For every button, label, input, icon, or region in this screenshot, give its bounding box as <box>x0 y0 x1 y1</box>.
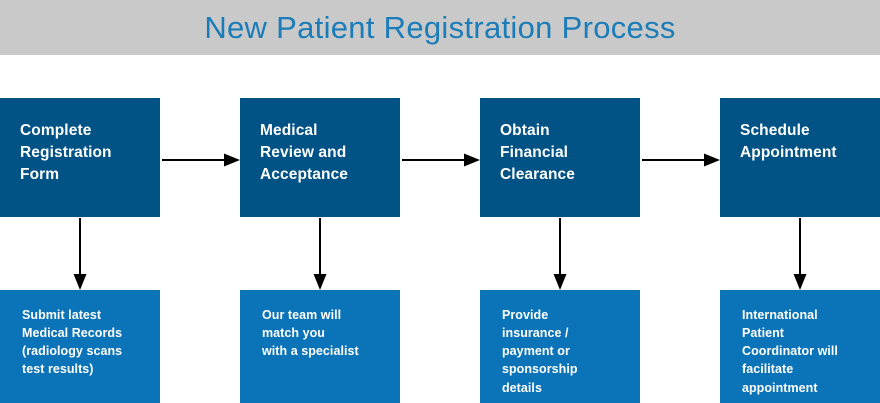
detail-label: Provide insurance / payment or sponsorsh… <box>502 306 640 397</box>
detail-label: Submit latest Medical Records (radiology… <box>22 308 123 377</box>
detail-label-part1: Provide insurance / payment <box>502 308 569 359</box>
step-box-schedule-appointment[interactable]: Schedule Appointment <box>720 98 880 217</box>
step-box-medical-review-and-acceptance[interactable]: Medical Review and Acceptance <box>240 98 400 217</box>
detail-box-international-patient-coordinator[interactable]: International Patient Coordinator will f… <box>720 290 880 403</box>
detail-box-provide-insurance-details[interactable]: Provide insurance / payment or sponsorsh… <box>480 290 640 403</box>
step-box-obtain-financial-clearance[interactable]: Obtain Financial Clearance <box>480 98 640 217</box>
arrow-right-step1-to-step2 <box>162 152 240 168</box>
step-label: Schedule Appointment <box>740 122 837 161</box>
arrow-right-step2-to-step3 <box>402 152 480 168</box>
page-title: New Patient Registration Process <box>204 9 676 45</box>
step-label: Complete Registration Form <box>20 122 112 183</box>
step-label: Obtain Financial Clearance <box>500 122 576 183</box>
arrow-right-step3-to-step4 <box>642 152 720 168</box>
arrow-down-step2-to-detail2 <box>312 218 328 290</box>
arrow-down-step4-to-detail4 <box>792 218 808 290</box>
arrow-down-step1-to-detail1 <box>72 218 88 290</box>
detail-box-match-with-specialist[interactable]: Our team will match you with a specialis… <box>240 290 400 403</box>
detail-box-submit-medical-records[interactable]: Submit latest Medical Records (radiology… <box>0 290 160 403</box>
detail-label-part2: sponsorship details <box>502 362 578 395</box>
detail-label: Our team will match you with a specialis… <box>262 308 359 359</box>
step-box-complete-registration-form[interactable]: Complete Registration Form <box>0 98 160 217</box>
arrow-down-step3-to-detail3 <box>552 218 568 290</box>
header-band <box>0 0 880 55</box>
step-label: Medical Review and Acceptance <box>260 122 349 183</box>
detail-label-emphasis: or <box>557 344 570 359</box>
detail-label: International Patient Coordinator will f… <box>742 308 838 395</box>
